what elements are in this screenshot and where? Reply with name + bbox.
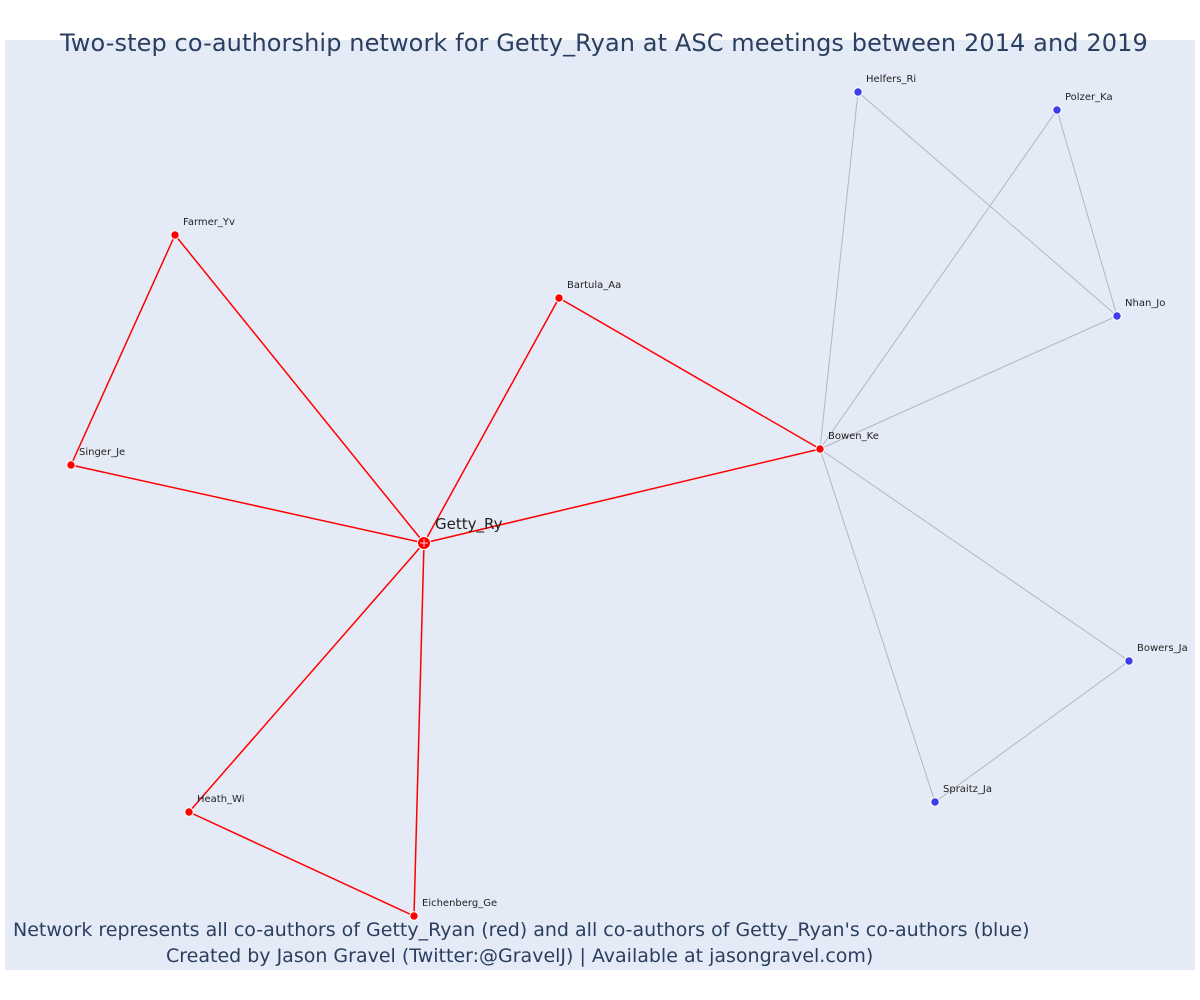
edge-Bowen_Ke-Bowers_Ja bbox=[819, 448, 1130, 662]
edge-Getty_Ry-Bartula_Aa bbox=[423, 297, 560, 544]
edge-Getty_Ry-Heath_Wi bbox=[188, 542, 425, 813]
edge-Bowers_Ja-Spraitz_Ja bbox=[934, 660, 1130, 803]
node-label-Bowers_Ja: Bowers_Ja bbox=[1137, 643, 1188, 654]
edge-Polzer_Ka-Nhan_Jo bbox=[1056, 109, 1118, 317]
node-label-Singer_Je: Singer_Je bbox=[79, 447, 125, 458]
nodes-layer bbox=[66, 87, 1134, 921]
edge-Farmer_Yv-Singer_Je bbox=[70, 234, 176, 466]
node-label-Polzer_Ka: Polzer_Ka bbox=[1065, 92, 1113, 103]
node-Bowen_Ke[interactable] bbox=[815, 444, 825, 454]
node-label-Farmer_Yv: Farmer_Yv bbox=[183, 217, 235, 228]
edge-Bowen_Ke-Nhan_Jo bbox=[819, 315, 1118, 450]
edge-Bartula_Aa-Bowen_Ke bbox=[558, 297, 821, 450]
node-Bartula_Aa[interactable] bbox=[554, 293, 564, 303]
node-Eichenberg_Ge[interactable] bbox=[409, 911, 419, 921]
node-label-Bowen_Ke: Bowen_Ke bbox=[828, 431, 879, 442]
node-Spraitz_Ja[interactable] bbox=[930, 797, 940, 807]
node-label-Spraitz_Ja: Spraitz_Ja bbox=[943, 784, 992, 795]
node-label-Heath_Wi: Heath_Wi bbox=[197, 794, 245, 805]
node-label-Nhan_Jo: Nhan_Jo bbox=[1125, 298, 1165, 309]
node-label-Getty_Ry: Getty_Ry bbox=[435, 515, 503, 534]
node-Bowers_Ja[interactable] bbox=[1124, 656, 1134, 666]
footer-credit: Created by Jason Gravel (Twitter:@Gravel… bbox=[166, 945, 874, 967]
node-Heath_Wi[interactable] bbox=[184, 807, 194, 817]
node-label-Helfers_Ri: Helfers_Ri bbox=[866, 74, 916, 85]
edge-Getty_Ry-Singer_Je bbox=[70, 464, 425, 544]
edge-Bowen_Ke-Helfers_Ri bbox=[819, 91, 859, 450]
edges-layer bbox=[70, 91, 1130, 917]
footer-caption: Network represents all co-authors of Get… bbox=[13, 919, 1030, 941]
chart-title: Two-step co-authorship network for Getty… bbox=[60, 29, 1148, 57]
node-Farmer_Yv[interactable] bbox=[170, 230, 180, 240]
focal-node-mark bbox=[420, 539, 428, 547]
edge-Getty_Ry-Bowen_Ke bbox=[423, 448, 821, 544]
node-Helfers_Ri[interactable] bbox=[853, 87, 863, 97]
node-Nhan_Jo[interactable] bbox=[1112, 311, 1122, 321]
edge-Bowen_Ke-Polzer_Ka bbox=[819, 109, 1058, 450]
edge-Getty_Ry-Farmer_Yv bbox=[174, 234, 425, 544]
node-Singer_Je[interactable] bbox=[66, 460, 76, 470]
edge-Heath_Wi-Eichenberg_Ge bbox=[188, 811, 415, 917]
node-label-Eichenberg_Ge: Eichenberg_Ge bbox=[422, 898, 497, 909]
edge-Helfers_Ri-Nhan_Jo bbox=[857, 91, 1118, 317]
edge-Bowen_Ke-Spraitz_Ja bbox=[819, 448, 936, 803]
edge-Getty_Ry-Eichenberg_Ge bbox=[413, 542, 425, 917]
node-Polzer_Ka[interactable] bbox=[1052, 105, 1062, 115]
node-label-Bartula_Aa: Bartula_Aa bbox=[567, 280, 621, 291]
plot-area bbox=[5, 40, 1195, 970]
